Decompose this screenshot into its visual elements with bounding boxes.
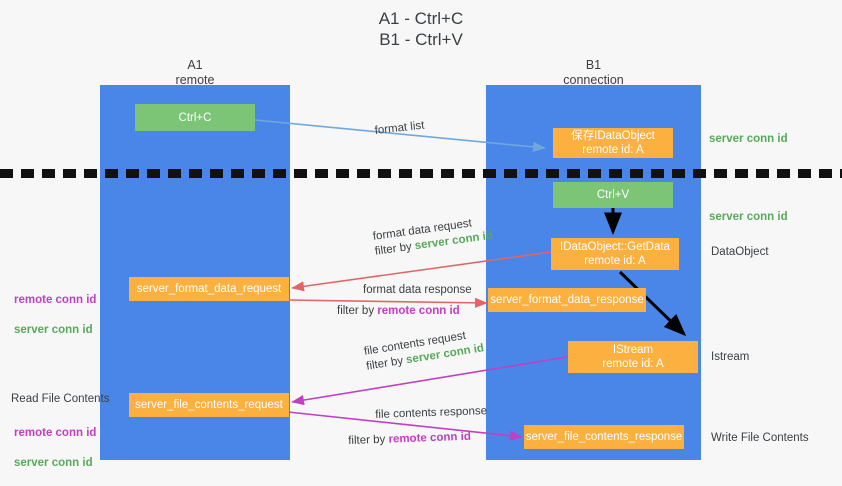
- arrow-format-data-response: [287, 297, 488, 308]
- label-server-conn-id-left-top: server conn id: [14, 324, 93, 336]
- caption-file-contents-response-line1: file contents response: [375, 405, 488, 421]
- lane-header-a1: A1 remote: [175, 58, 215, 87]
- label-server-conn-id-top: server conn id: [709, 133, 788, 145]
- caption-format-data-response-line2: filter by remote conn id: [337, 304, 460, 319]
- caption-format-list: format list: [374, 119, 425, 137]
- filter-by-prefix-4: filter by: [348, 433, 389, 447]
- box-ctrl-v[interactable]: Ctrl+V: [553, 182, 673, 208]
- label-server-conn-id-mid: server conn id: [709, 211, 788, 223]
- remote-conn-id-token-2: remote conn id: [388, 430, 472, 446]
- box-server-format-data-request[interactable]: server_format_data_request: [129, 277, 289, 301]
- box-istream[interactable]: IStream remote id: A: [568, 341, 698, 373]
- phase-divider: [0, 169, 842, 178]
- box-ctrl-c[interactable]: Ctrl+C: [135, 104, 255, 131]
- box-server-format-data-response[interactable]: server_format_data_response: [488, 288, 646, 312]
- label-istream: Istream: [711, 351, 750, 363]
- filter-by-prefix: filter by: [374, 240, 416, 258]
- caption-file-contents-request: file contents request filter by server c…: [363, 326, 485, 374]
- label-conn-pair-bottom: remote conn id server conn id: [14, 411, 96, 486]
- caption-format-data-request: format data request filter by server con…: [372, 214, 494, 260]
- label-remote-conn-id-bottom: remote conn id: [14, 427, 97, 439]
- filter-by-prefix-2: filter by: [337, 305, 378, 317]
- box-server-file-contents-request[interactable]: server_file_contents_request: [129, 393, 289, 417]
- label-dataobject: DataObject: [711, 246, 769, 258]
- label-remote-conn-id-top: remote conn id: [14, 294, 97, 306]
- page-title: A1 - Ctrl+C B1 - Ctrl+V: [378, 9, 464, 49]
- label-conn-pair-top: remote conn id server conn id: [14, 278, 96, 353]
- lane-header-b1: B1 connection: [563, 58, 624, 87]
- caption-file-contents-response-line2: filter by remote conn id: [348, 430, 471, 449]
- remote-conn-id-token: remote conn id: [377, 305, 460, 317]
- box-idataobject-getdata[interactable]: IDataObject::GetData remote id: A: [551, 238, 679, 270]
- box-save-idataobject[interactable]: 保存IDataObject remote id: A: [553, 128, 673, 158]
- caption-format-data-response-line1: format data response: [363, 284, 472, 296]
- box-server-file-contents-response[interactable]: server_file_contents_response: [524, 425, 684, 449]
- label-server-conn-id-left-bottom: server conn id: [14, 457, 93, 469]
- label-write-file-contents: Write File Contents: [711, 432, 809, 444]
- label-read-file-contents: Read File Contents: [11, 393, 110, 405]
